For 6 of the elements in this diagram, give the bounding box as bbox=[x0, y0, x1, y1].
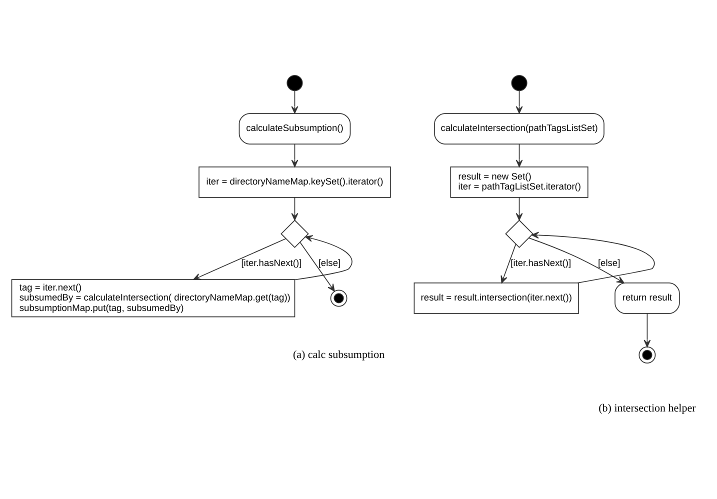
label: (b) intersection helper bbox=[598, 402, 696, 414]
edge-label: [iter.hasNext()] bbox=[241, 258, 302, 268]
edge-label: [else] bbox=[318, 258, 341, 268]
label: (a) calc subsumption bbox=[292, 348, 385, 361]
edge-label: [iter.hasNext()] bbox=[510, 258, 572, 268]
edge-label: [else] bbox=[598, 258, 620, 268]
